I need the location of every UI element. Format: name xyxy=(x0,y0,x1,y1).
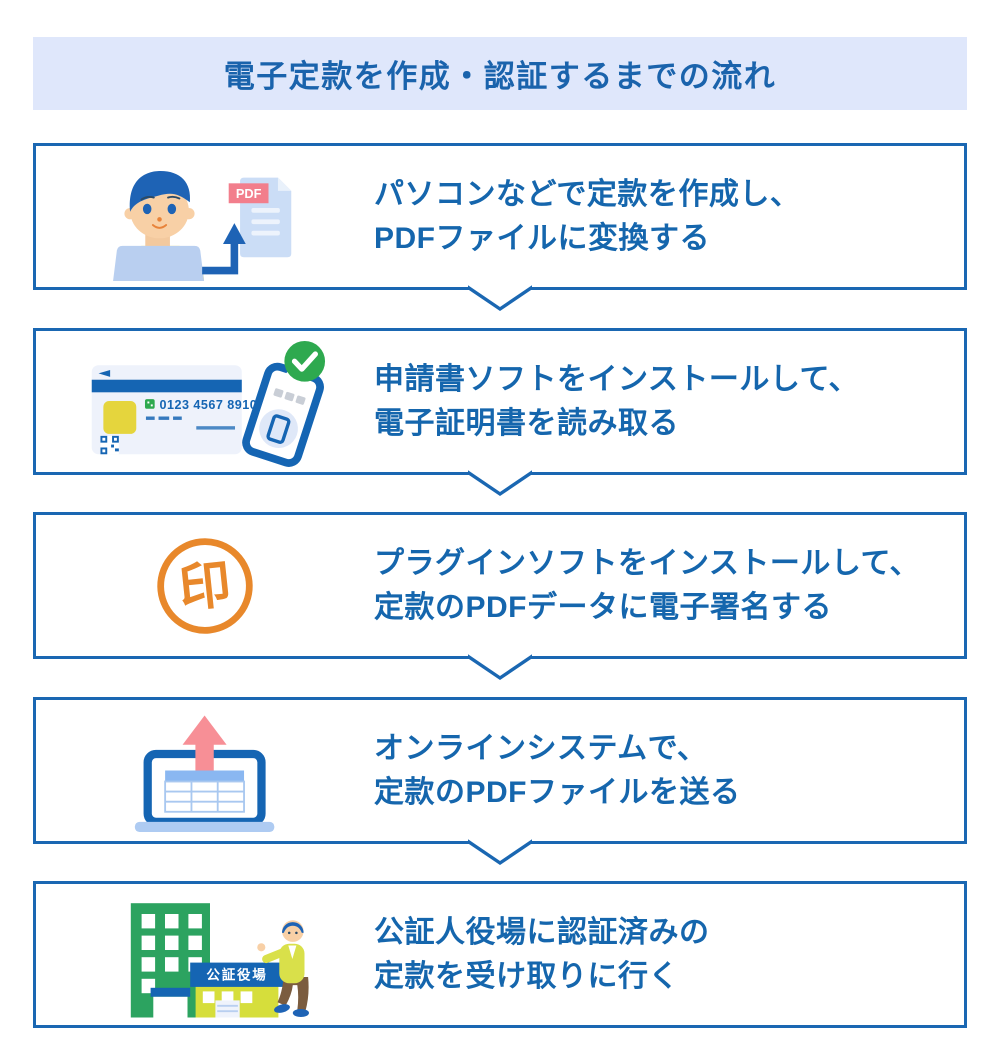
step-3-line-1: プラグインソフトをインストールして、 xyxy=(374,547,920,580)
step-2-label: 申請書ソフトをインストールして、 電子証明書を読み取る xyxy=(374,358,964,445)
step-5-line-2: 定款を受け取りに行く xyxy=(374,959,679,993)
step-3-box: 印 プラグインソフトをインストールして、 定款のPDFデータに電子署名する xyxy=(33,512,967,681)
check-icon xyxy=(284,341,326,382)
step-4-box: オンラインシステムで、 定款のPDFファイルを送る xyxy=(33,697,967,866)
step-5-line-1: 公証人役場に認証済みの xyxy=(374,916,710,949)
step-2-line-1: 申請書ソフトをインストールして、 xyxy=(374,363,859,396)
qr-code-icon xyxy=(100,435,119,455)
pdf-file-icon: PDF xyxy=(228,177,292,258)
down-chevron-icon xyxy=(468,838,532,866)
step-4-line-2: 定款のPDFファイルを送る xyxy=(374,775,741,809)
step-5-icon-zone: 公証役場 xyxy=(36,884,374,1025)
walking-person-icon xyxy=(256,920,309,1018)
person-creating-pdf-icon: PDF xyxy=(113,171,292,281)
id-card-and-smartphone-icon: 0123 4567 8910 xyxy=(91,341,326,467)
notary-sign xyxy=(189,962,284,987)
pdf-badge-label: PDF xyxy=(236,186,262,201)
laptop-upload-icon xyxy=(134,715,274,832)
person-at-laptop-icon xyxy=(113,171,205,281)
step-1-line-2: PDFファイルに変換する xyxy=(374,221,710,255)
step-4-icon-zone xyxy=(36,700,374,841)
card-number: 0123 4567 8910 xyxy=(160,398,258,412)
step-1-icon-zone: PDF xyxy=(36,146,374,287)
pdf-badge xyxy=(228,183,269,204)
card-photo-area xyxy=(103,401,137,434)
notary-sign-label: 公証役場 xyxy=(206,967,267,983)
step-2-box: 0123 4567 8910 xyxy=(33,328,967,497)
down-chevron-icon xyxy=(468,653,532,681)
step-5-box: 公証役場 xyxy=(33,881,967,1028)
notary-office-icon: 公証役場 xyxy=(130,903,309,1018)
step-4-label: オンラインシステムで、 定款のPDFファイルを送る xyxy=(374,727,964,814)
step-2-icon-zone: 0123 4567 8910 xyxy=(36,331,374,472)
step-1-box: PDF パソコンなどで定款を作成し、 PDFファイルに変換する xyxy=(33,143,967,312)
header-title-bar: 電子定款を作成・認証するまでの流れ xyxy=(33,37,967,110)
seal-stamp-icon: 印 xyxy=(157,537,253,634)
step-3-icon-zone: 印 xyxy=(36,515,374,656)
convert-arrow-icon xyxy=(202,223,246,275)
spreadsheet-table-icon xyxy=(163,770,245,813)
seal-circle xyxy=(157,537,253,634)
step-1-line-1: パソコンなどで定款を作成し、 xyxy=(374,178,801,211)
seal-kanji: 印 xyxy=(176,555,234,618)
step-4-line-1: オンラインシステムで、 xyxy=(374,732,708,765)
laptop-base xyxy=(134,821,274,832)
down-chevron-icon xyxy=(468,284,532,312)
step-1-label: パソコンなどで定款を作成し、 PDFファイルに変換する xyxy=(374,173,964,260)
id-card-icon: 0123 4567 8910 xyxy=(91,365,258,455)
step-5-label: 公証人役場に認証済みの 定款を受け取りに行く xyxy=(374,911,964,998)
page-title: 電子定款を作成・認証するまでの流れ xyxy=(223,59,777,94)
step-3-label: プラグインソフトをインストールして、 定款のPDFデータに電子署名する xyxy=(374,542,964,629)
down-chevron-icon xyxy=(468,469,532,497)
step-3-line-2: 定款のPDFデータに電子署名する xyxy=(374,590,832,624)
notary-front-building-icon: 公証役場 xyxy=(189,962,284,1018)
step-2-line-2: 電子証明書を読み取る xyxy=(374,406,679,440)
